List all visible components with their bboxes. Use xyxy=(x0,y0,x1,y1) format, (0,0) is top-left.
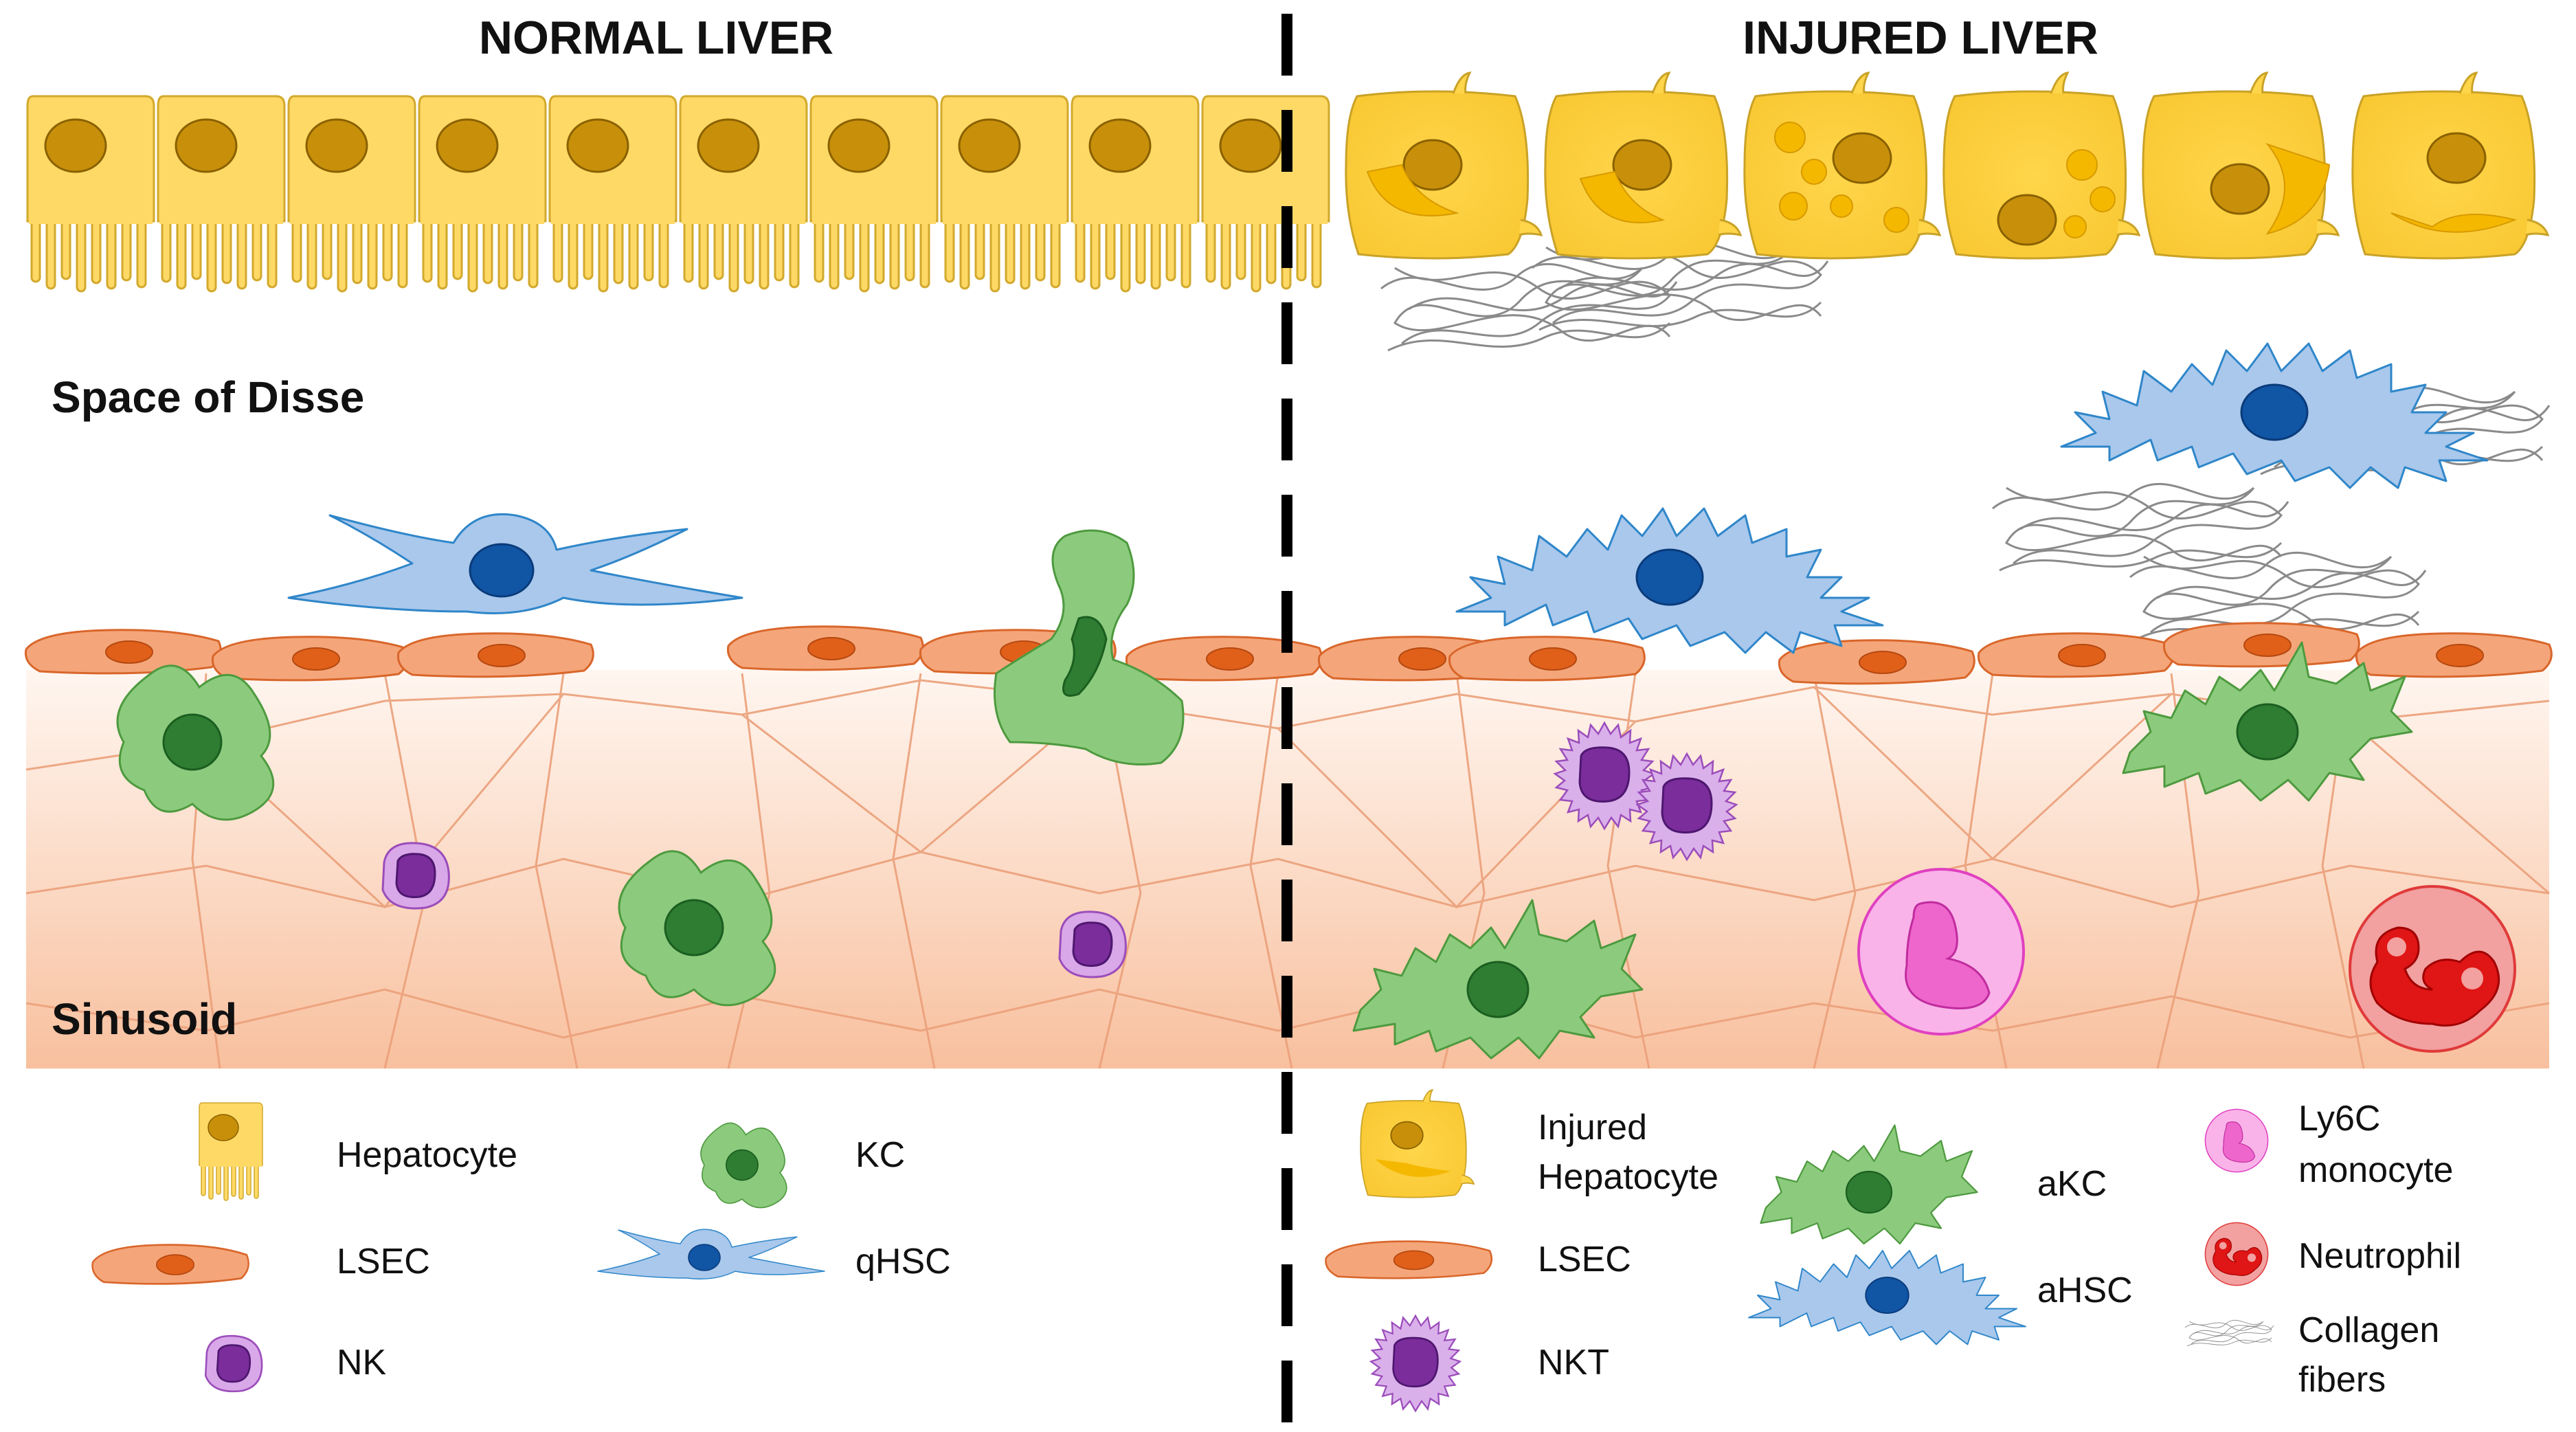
legend-nkt-icon xyxy=(1369,1314,1461,1412)
legend-injured-hepatocyte-label-1: Injured xyxy=(1538,1108,1647,1148)
kc-cell-upright xyxy=(994,529,1185,765)
legend-kc-icon xyxy=(700,1122,787,1209)
legend-akc-icon xyxy=(1760,1124,1978,1245)
legend-injured: Injured Hepatocyte LSEC NKT aKC aHSC Ly6… xyxy=(1325,1089,2461,1412)
normal-liver-title: NORMAL LIVER xyxy=(479,12,833,64)
qhsc-cell xyxy=(287,513,743,614)
legend-ly6c-label-2: monocyte xyxy=(2298,1150,2453,1190)
legend-nk-label: NK xyxy=(337,1343,387,1383)
legend-qhsc-icon xyxy=(597,1229,825,1279)
collagen-fibers-right xyxy=(1991,482,2289,572)
injured-liver-title: INJURED LIVER xyxy=(1743,12,2098,64)
legend-injured-hepatocyte-label-2: Hepatocyte xyxy=(1538,1157,1718,1197)
nk-cell-1 xyxy=(381,842,450,910)
nk-cell-2 xyxy=(1058,910,1127,978)
legend-collagen-label-2: fibers xyxy=(2298,1360,2386,1400)
legend-kc-label: KC xyxy=(855,1135,905,1175)
legend-ly6c-icon xyxy=(2204,1108,2269,1173)
injured-hepatocyte-row xyxy=(1345,71,2549,260)
legend-collagen-icon xyxy=(2184,1319,2274,1347)
legend-lsec-icon xyxy=(91,1244,250,1285)
legend-normal: Hepatocyte LSEC NK KC qHSC xyxy=(91,1102,951,1393)
legend-hepatocyte-label: Hepatocyte xyxy=(337,1135,517,1175)
ly6c-monocyte-cell xyxy=(1857,868,2025,1036)
legend-injured-hepatocyte-icon xyxy=(1360,1089,1475,1198)
legend-qhsc-label: qHSC xyxy=(855,1242,951,1282)
legend-hepatocyte-icon xyxy=(199,1102,263,1201)
legend-akc-label: aKC xyxy=(2037,1164,2107,1204)
space-of-disse-label: Space of Disse xyxy=(52,372,364,422)
legend-ly6c-label-1: Ly6C xyxy=(2298,1099,2380,1139)
legend-injured-lsec-icon xyxy=(1325,1240,1493,1279)
legend-neutrophil-label: Neutrophil xyxy=(2298,1236,2461,1276)
legend-lsec-label: LSEC xyxy=(337,1242,430,1282)
sinusoid-label: Sinusoid xyxy=(52,994,237,1044)
legend-collagen-label-1: Collagen xyxy=(2298,1310,2439,1350)
legend-ahsc-label: aHSC xyxy=(2037,1271,2133,1310)
collagen-fibers-upper xyxy=(1380,262,1678,352)
legend-injured-lsec-label: LSEC xyxy=(1538,1240,1631,1279)
legend-nkt-label: NKT xyxy=(1538,1343,1609,1383)
legend-nk-icon xyxy=(204,1334,263,1393)
neutrophil-cell xyxy=(2349,885,2516,1053)
normal-hepatocyte-row xyxy=(26,95,1330,293)
legend-ahsc-icon xyxy=(1748,1250,2026,1345)
ahsc-cell-lower xyxy=(1455,507,1884,654)
legend-neutrophil-icon xyxy=(2204,1222,2269,1286)
